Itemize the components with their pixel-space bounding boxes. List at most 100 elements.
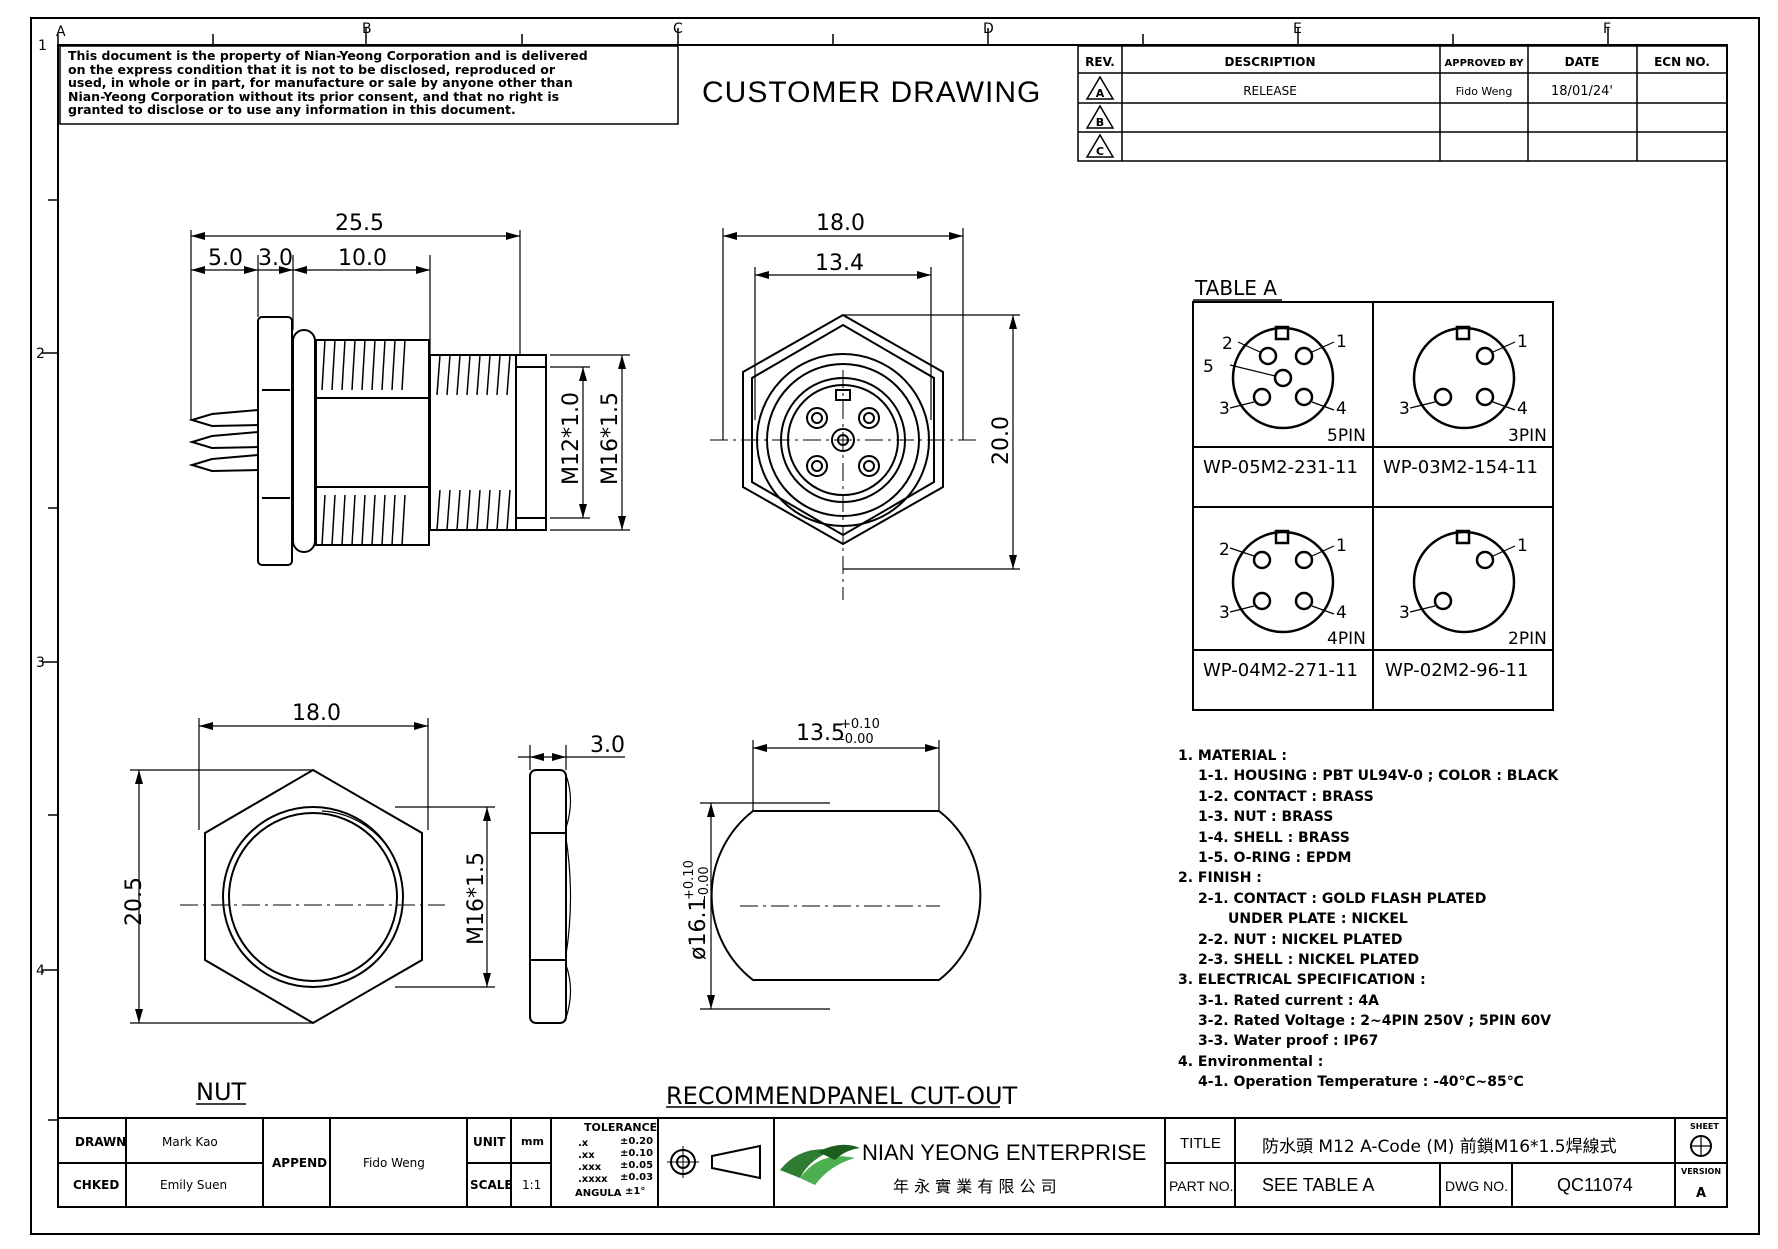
title-label: TITLE bbox=[1180, 1135, 1221, 1152]
ecn-header: ECN NO. bbox=[1654, 55, 1710, 69]
pin-label: 3 bbox=[1399, 399, 1410, 419]
dim-cutout-dia-tol-plus: +0.10 bbox=[682, 860, 697, 900]
part-number: WP-02M2-96-11 bbox=[1385, 660, 1528, 681]
scale-value: 1:1 bbox=[522, 1178, 542, 1192]
grid-col-label: E bbox=[1293, 21, 1302, 37]
grid-row-label: 1 bbox=[38, 38, 47, 54]
grid-col-label: A bbox=[56, 24, 66, 40]
pin-label: 1 bbox=[1517, 332, 1528, 352]
part-number: WP-04M2-271-11 bbox=[1203, 660, 1358, 681]
title-value: 防水頭 M12 A-Code (M) 前鎖M16*1.5焊線式 bbox=[1262, 1137, 1617, 1157]
spec-line: 3-2. Rated Voltage : 2~4PIN 250V ; 5PIN … bbox=[1198, 1013, 1552, 1030]
dim-cutout-width: 13.5 bbox=[796, 721, 845, 746]
dim-m16-thread: M16*1.5 bbox=[598, 392, 623, 485]
cutout-arrows bbox=[707, 744, 939, 1009]
spec-line: 2-1. CONTACT : GOLD FLASH PLATED bbox=[1198, 890, 1487, 907]
rev-header: REV. bbox=[1085, 55, 1115, 69]
drawn-label: DRAWN bbox=[75, 1135, 127, 1149]
panel-cutout bbox=[710, 810, 982, 981]
company-logo bbox=[780, 1144, 860, 1185]
spec-line: 1-3. NUT : BRASS bbox=[1198, 809, 1334, 826]
spec-line: 2. FINISH : bbox=[1178, 870, 1262, 887]
notice-box bbox=[59, 45, 679, 125]
table-a-title: TABLE A bbox=[1194, 276, 1277, 300]
rev-a: A bbox=[1096, 87, 1105, 100]
version-label: VERSION bbox=[1681, 1167, 1722, 1176]
dim-overall-length: 25.5 bbox=[335, 211, 384, 236]
spec-line: 2-3. SHELL : NICKEL PLATED bbox=[1198, 951, 1420, 968]
rev-c: C bbox=[1096, 145, 1104, 158]
nut-label: NUT bbox=[196, 1078, 247, 1106]
append-value: Fido Weng bbox=[363, 1156, 425, 1170]
part-no-value: SEE TABLE A bbox=[1262, 1175, 1375, 1195]
dim-front-inner: 13.4 bbox=[815, 251, 864, 276]
nut-arrows bbox=[135, 722, 566, 1023]
tolerance-key: .xx bbox=[578, 1150, 595, 1161]
spec-line: 1-5. O-RING : EPDM bbox=[1198, 849, 1352, 866]
cutout-dimensions bbox=[700, 740, 940, 1010]
dim-front-height: 20.0 bbox=[989, 416, 1014, 465]
dim-cutout-width-tol-minus: -0.00 bbox=[840, 732, 874, 747]
part-number: WP-03M2-154-11 bbox=[1383, 457, 1538, 478]
revision-table bbox=[1077, 45, 1728, 162]
side-view-labels: 25.5 5.0 3.0 10.0 M12*1.0 M16*1.5 bbox=[208, 211, 623, 485]
append-label: APPEND bbox=[272, 1156, 328, 1170]
spec-line: 1-4. SHELL : BRASS bbox=[1198, 829, 1350, 846]
pin-label: 3 bbox=[1219, 399, 1230, 419]
pin-label: 4 bbox=[1336, 603, 1347, 623]
pin-label: 3 bbox=[1399, 603, 1410, 623]
nut-dimensions bbox=[130, 718, 625, 1024]
checked-label: CHKED bbox=[73, 1178, 120, 1192]
tolerance-key: ANGULA bbox=[575, 1188, 622, 1199]
front-view-centerlines bbox=[710, 370, 980, 600]
dim-cutout-dia-tol-minus: -0.00 bbox=[697, 866, 712, 900]
pin-count: 3PIN bbox=[1508, 426, 1547, 446]
spec-line: 3. ELECTRICAL SPECIFICATION : bbox=[1178, 972, 1426, 989]
tolerance-value: ±0.20 bbox=[620, 1136, 654, 1147]
grid-row-label: 2 bbox=[36, 346, 45, 362]
grid-col-label: D bbox=[983, 21, 994, 37]
dim-nut-width: 18.0 bbox=[292, 701, 341, 726]
pin-label: 1 bbox=[1336, 332, 1347, 352]
part-no-label: PART NO. bbox=[1169, 1178, 1234, 1194]
side-view-dimensions bbox=[190, 230, 630, 531]
pin-diagrams bbox=[1231, 325, 1516, 634]
company-name-zh: 年 永 實 業 有 限 公 司 bbox=[893, 1177, 1057, 1196]
grid-col-label: C bbox=[673, 21, 683, 37]
spec-line: 4. Environmental : bbox=[1178, 1053, 1324, 1070]
approved-header: APPROVED BY bbox=[1445, 58, 1525, 69]
nut-labels: 18.0 20.5 M16*1.5 3.0 NUT bbox=[122, 701, 625, 1106]
version-value: A bbox=[1696, 1186, 1707, 1201]
spec-line: 2-2. NUT : NICKEL PLATED bbox=[1198, 931, 1403, 948]
dim-3-0: 3.0 bbox=[258, 246, 293, 271]
notice-line: Nian-Yeong Corporation without its prior… bbox=[68, 88, 560, 104]
tolerance-value: ±1° bbox=[625, 1186, 646, 1197]
tolerance-key: .xxx bbox=[578, 1162, 602, 1173]
rev-b: B bbox=[1096, 116, 1104, 129]
front-view-dimensions bbox=[722, 228, 1020, 570]
side-view-arrows bbox=[191, 232, 626, 530]
rev-a-approved: Fido Weng bbox=[1456, 85, 1513, 98]
tolerance-value: ±0.05 bbox=[620, 1160, 654, 1171]
pin-leaders bbox=[1229, 341, 1516, 615]
outer-border bbox=[30, 17, 1760, 1235]
tolerance-value: ±0.03 bbox=[620, 1172, 654, 1183]
title-block-grid bbox=[57, 1117, 1728, 1208]
description-header: DESCRIPTION bbox=[1224, 55, 1315, 69]
notice-line: granted to disclose or to use any inform… bbox=[68, 102, 516, 117]
checked-value: Emily Suen bbox=[160, 1178, 228, 1192]
tolerance-key: .xxxx bbox=[578, 1174, 608, 1185]
grid-ticks bbox=[42, 28, 1609, 1121]
dwg-no-label: DWG NO. bbox=[1445, 1178, 1508, 1194]
grid-row-label: 4 bbox=[36, 963, 45, 979]
dim-cutout-width-tol-plus: +0.10 bbox=[840, 717, 880, 732]
dim-10-0: 10.0 bbox=[338, 246, 387, 271]
dim-m12-thread: M12*1.0 bbox=[559, 392, 584, 485]
tolerance-key: .x bbox=[578, 1138, 589, 1149]
drawing-title: CUSTOMER DRAWING bbox=[702, 76, 1042, 109]
unit-label: UNIT bbox=[473, 1135, 506, 1149]
grid-row-label: 3 bbox=[36, 655, 45, 671]
grid-labels: A B C D E F 1 2 3 4 bbox=[36, 21, 1611, 979]
table-a bbox=[1192, 299, 1554, 711]
